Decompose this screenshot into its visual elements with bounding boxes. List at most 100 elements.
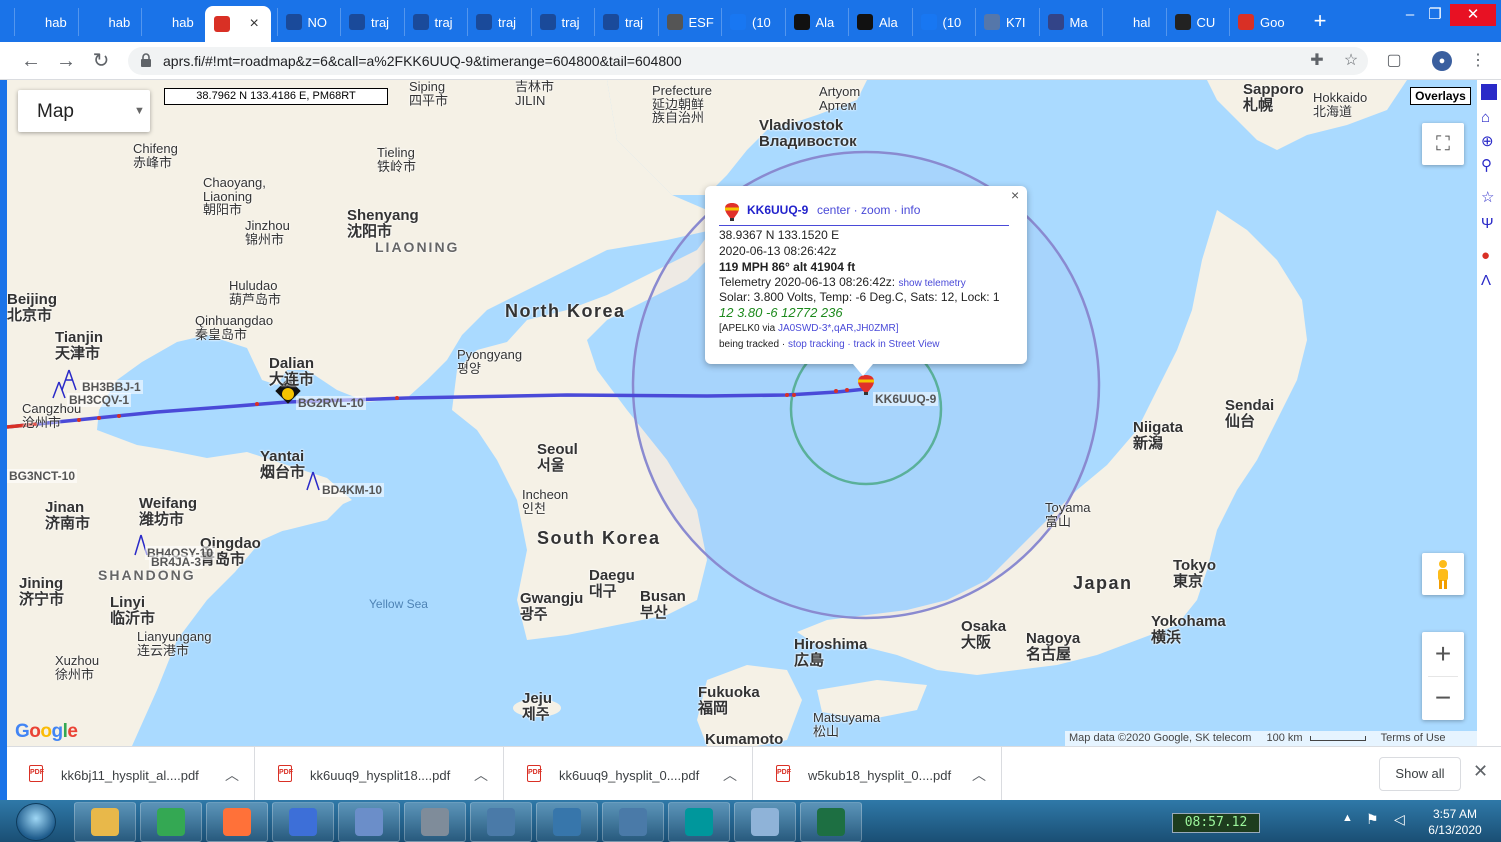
taskbar-app-button[interactable] [74,802,136,842]
start-button[interactable] [16,803,56,841]
tab-label: traj [561,14,580,30]
tab-16[interactable]: Ma [1038,8,1101,36]
reload-button[interactable]: ↻ [92,50,110,72]
window-minimize-button[interactable]: – [1405,6,1415,23]
country-label: North Korea [505,301,626,321]
tab-7[interactable]: traj [467,8,529,36]
profile-avatar[interactable]: ● [1432,51,1452,71]
street-view-pegman[interactable] [1422,553,1464,595]
tab-9[interactable]: traj [594,8,656,36]
tab-8[interactable]: traj [530,8,593,36]
popup-action-links[interactable]: center · zoom · info [817,203,921,217]
tab-4[interactable]: NO [276,8,339,36]
close-icon[interactable]: × [249,15,259,32]
terms-link[interactable]: Terms of Use [1380,732,1446,744]
tab-2[interactable]: hab [141,8,203,36]
tab-18[interactable]: CU [1165,8,1228,36]
weather-icon[interactable]: ● [1481,247,1491,264]
chevron-up-icon[interactable]: ︿ [723,767,737,783]
popup-callsign-link[interactable]: KK6UUQ-9 [747,203,809,217]
wind-icon [86,14,103,30]
extension-icon[interactable]: ✚ [1310,52,1324,69]
new-tab-button[interactable]: + [1313,8,1327,33]
triangle-icon[interactable]: Λ [1481,272,1492,289]
taskbar-app-button[interactable] [206,802,268,842]
tab-3[interactable]: × [204,6,271,42]
tray-up-arrow-icon[interactable]: ▲ [1342,812,1353,824]
back-button[interactable]: ← [21,50,41,72]
tab-11[interactable]: (10 [721,8,783,36]
tab-13[interactable]: Ala [848,8,910,36]
tab-5[interactable]: traj [340,8,402,36]
signal-icon[interactable]: Ψ [1481,215,1494,232]
menu-kebab-icon[interactable]: ⋮ [1470,52,1486,69]
tab-19[interactable]: Goo [1229,8,1291,36]
bookmark-star-icon[interactable]: ☆ [1343,52,1359,69]
window-restore-button[interactable]: ❐ [1428,6,1442,23]
zoom-out-button[interactable]: − [1434,682,1452,713]
balloon-icon [724,203,740,221]
close-icon[interactable]: × [1011,187,1020,203]
tab-14[interactable]: (10 [911,8,974,36]
taskbar-app-button[interactable] [734,802,796,842]
chevron-up-icon[interactable]: ︿ [972,767,986,783]
close-icon[interactable]: ✕ [1473,761,1489,781]
tab-15[interactable]: K7I [975,8,1037,36]
taskbar-app-button[interactable] [602,802,664,842]
tab-10[interactable]: ESF [657,8,720,36]
tab-1[interactable]: hab [77,8,140,36]
place-label: Tokyo 東京 [1173,557,1217,590]
taskbar-app-button[interactable] [404,802,466,842]
show-telemetry-link[interactable]: show telemetry [898,278,966,289]
chevron-up-icon[interactable]: ︿ [225,767,239,783]
place-label: Vladivostok Владивосток [759,117,857,150]
cursor-coordinates: 38.7962 N 133.4186 E, PM68RT [164,88,388,105]
taskbar-app-button[interactable] [140,802,202,842]
taskbar-app-button[interactable] [800,802,862,842]
place-label: Qinhuangdao 秦皇岛市 [195,313,274,342]
action-center-flag-icon[interactable]: ⚑ [1366,811,1379,827]
tab-12[interactable]: Ala [784,8,847,36]
taskbar-app-button[interactable] [470,802,532,842]
taskbar-app-button[interactable] [272,802,334,842]
zoom-in-button[interactable]: + [1434,638,1452,669]
volume-icon[interactable]: ◁ [1394,811,1405,827]
map-type-dropdown[interactable]: Map ▼ [18,90,150,132]
path-links[interactable]: JA0SWD-3*,qAR,JH0ZMR] [777,323,899,334]
tab-label: traj [434,14,453,30]
track-points [77,388,849,422]
extension-box-icon[interactable]: ▢ [1386,52,1402,69]
star-icon[interactable]: ☆ [1481,189,1495,206]
tracking-links[interactable]: stop tracking · track in Street View [787,339,940,350]
paint-icon [355,808,383,836]
chevron-up-icon[interactable]: ︿ [474,767,488,783]
taskbar-app-button[interactable] [338,802,400,842]
tab-label: NO [307,14,328,30]
antenna-icon[interactable]: ⚲ [1481,157,1492,174]
tab-0[interactable]: hab [14,8,76,36]
taskbar-app-button[interactable] [536,802,598,842]
taskbar-app-button[interactable] [668,802,730,842]
tower-icon[interactable]: ⌂ [1481,109,1491,126]
firefox-icon [223,808,251,836]
wheel-icon[interactable]: ⊕ [1481,133,1494,150]
show-all-downloads-button[interactable]: Show all [1379,757,1461,791]
tab-17[interactable]: hal [1102,8,1164,36]
tab-6[interactable]: traj [403,8,466,36]
system-clock[interactable]: 3:57 AM 6/13/2020 [1418,806,1492,838]
overlay-tool-icon[interactable] [1481,84,1497,100]
fullscreen-button[interactable]: ⛶ [1422,123,1464,165]
forward-button[interactable]: → [56,50,76,72]
kyushu-landmass [697,665,802,746]
address-bar[interactable]: aprs.fi/#!mt=roadmap&z=6&call=a%2FKK6UUQ… [128,47,1368,75]
tab-label: ESF [688,14,714,30]
sea-label: Yellow Sea [369,597,428,611]
overlays-button[interactable]: Overlays [1410,87,1471,105]
window-close-button[interactable]: ✕ [1450,4,1496,26]
